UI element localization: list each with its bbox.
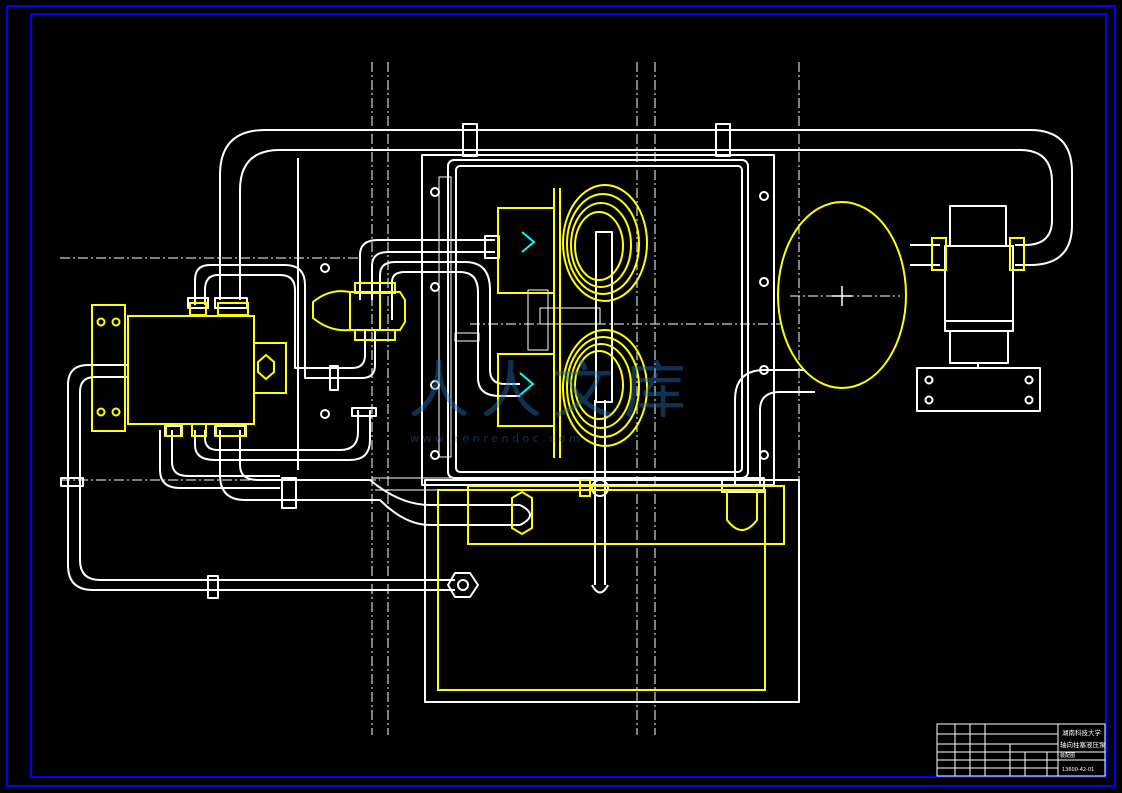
white-linework bbox=[60, 123, 1073, 703]
highlighted-components bbox=[91, 184, 1025, 691]
outer-frame bbox=[6, 5, 1116, 787]
inner-frame bbox=[30, 13, 1107, 778]
cyan-accents bbox=[519, 231, 536, 396]
title-block-drawing-title: 轴向柱塞液压泵 bbox=[1060, 740, 1106, 749]
watermark-url: w w w . r e n r e n d o c . c o m bbox=[410, 432, 580, 445]
title-block bbox=[936, 723, 1106, 777]
center-mark bbox=[832, 286, 852, 306]
watermark-text: 人人文库 bbox=[408, 354, 696, 427]
title-block-drawing-subtitle: 装配图 bbox=[1060, 752, 1075, 759]
watermark: 人人文库 w w w . r e n r e n d o c . c o m bbox=[408, 354, 696, 445]
title-block-school: 湖南科技大学 bbox=[1062, 728, 1102, 737]
title-block-drawing-number: 13600-42-01 bbox=[1062, 767, 1094, 773]
